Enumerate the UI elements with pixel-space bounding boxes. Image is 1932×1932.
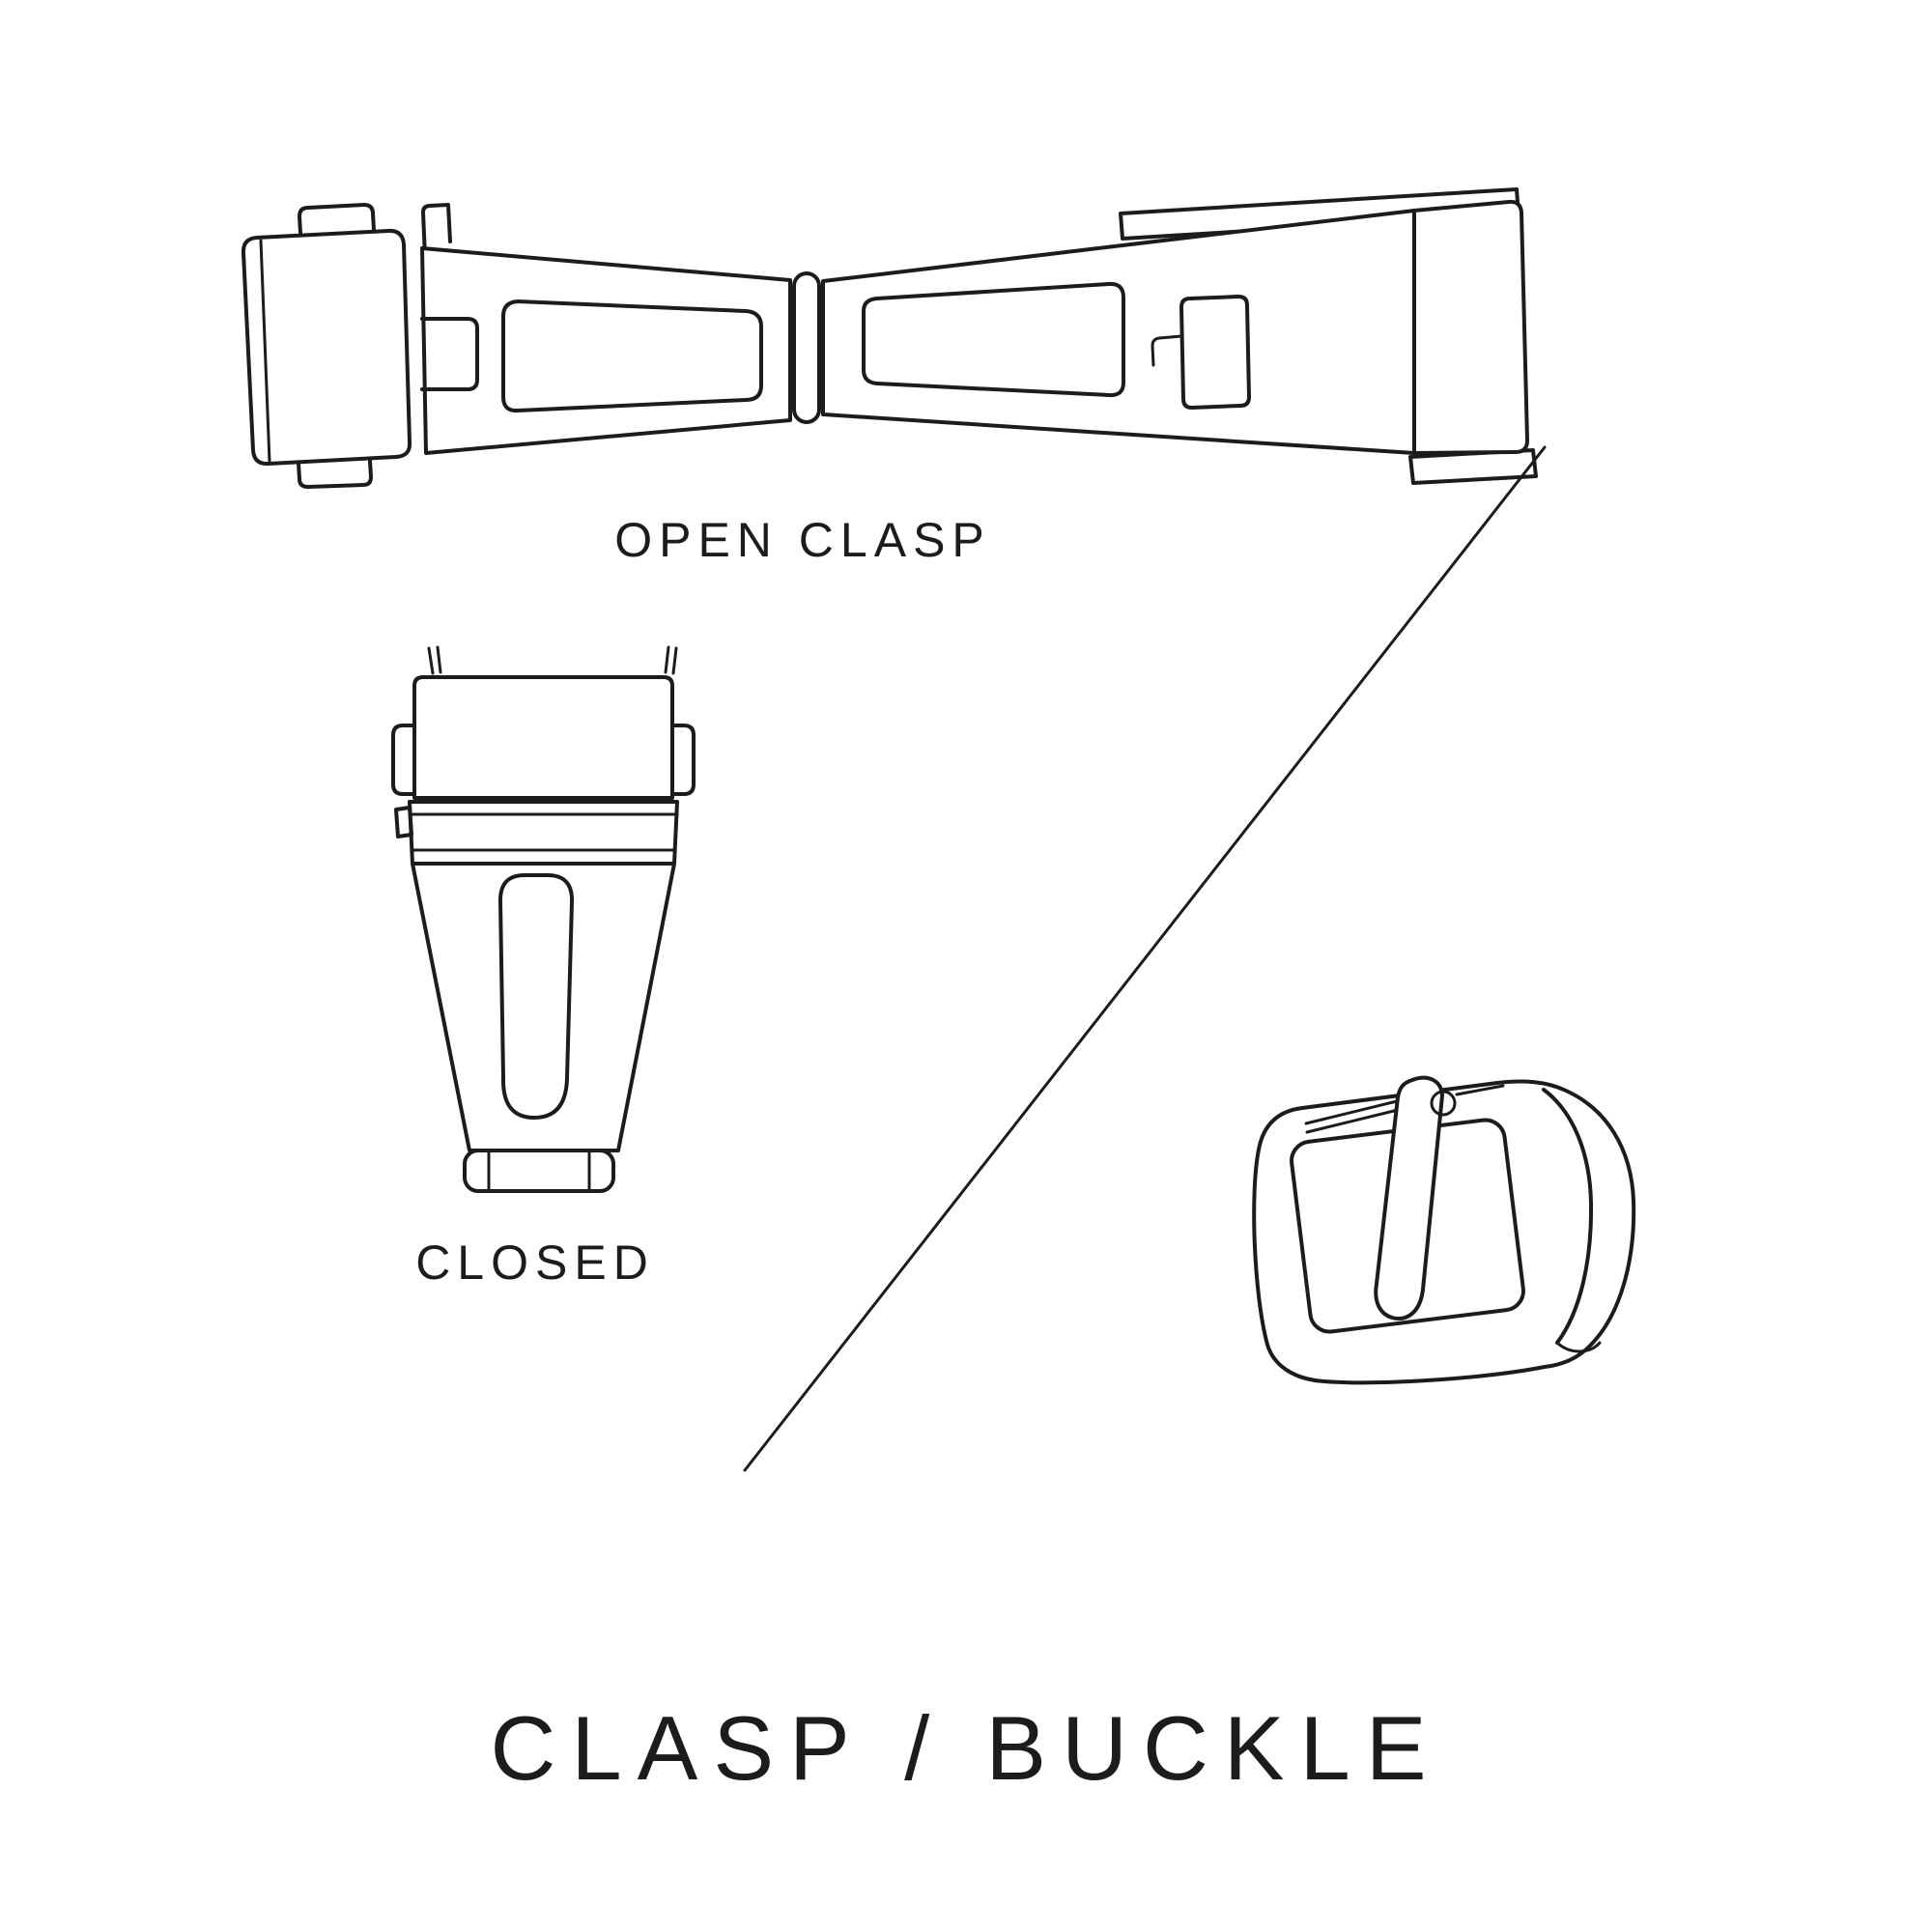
closed-clasp-top-block bbox=[412, 675, 674, 800]
left-arm-inset bbox=[501, 299, 763, 413]
buckle-tang bbox=[1374, 1075, 1444, 1321]
buckle-band-inner-edge bbox=[1542, 1088, 1594, 1345]
right-bottom-bar bbox=[1408, 448, 1538, 485]
closed-clasp-flap bbox=[394, 800, 679, 866]
open-clasp-left-end-link bbox=[241, 203, 412, 489]
end-link-outline bbox=[241, 228, 412, 467]
right-prong-2 bbox=[671, 646, 678, 675]
closed-clasp-left-ear bbox=[391, 724, 416, 796]
right-end-plate bbox=[1412, 199, 1529, 455]
left-arm-tab bbox=[421, 203, 452, 281]
buckle-tang-loop bbox=[1430, 1090, 1457, 1117]
open-clasp-label: OPEN CLASP bbox=[614, 513, 991, 567]
closed-clasp-bottom-bar bbox=[463, 1149, 615, 1193]
buckle-band-end-cap bbox=[1555, 1341, 1602, 1353]
right-prong bbox=[664, 645, 670, 674]
right-arm-outline bbox=[821, 209, 1416, 455]
left-prong bbox=[427, 646, 435, 675]
tang-buckle-drawing bbox=[1252, 1075, 1636, 1385]
buckle-pin bbox=[1304, 1084, 1505, 1134]
closed-clasp-slot bbox=[497, 873, 575, 1120]
closed-label: CLOSED bbox=[415, 1236, 655, 1290]
clasp-hinge bbox=[792, 271, 821, 424]
end-link-top-tab bbox=[298, 203, 376, 235]
buckle-frame-outline bbox=[1252, 1079, 1636, 1385]
end-link-edge-line bbox=[259, 239, 271, 464]
right-arm-hook bbox=[1151, 334, 1183, 367]
flap-left-notch bbox=[394, 806, 413, 838]
open-clasp-left-arm bbox=[420, 203, 792, 455]
left-prong-2 bbox=[436, 645, 442, 674]
closed-clasp-body bbox=[411, 862, 676, 1152]
page-title: CLASP / BUCKLE bbox=[490, 1697, 1441, 1799]
closed-clasp-prongs bbox=[427, 645, 678, 675]
right-arm-inset bbox=[862, 281, 1125, 398]
open-clasp-drawing bbox=[241, 187, 1538, 489]
left-arm-notch bbox=[420, 317, 479, 391]
open-clasp-right-arm bbox=[821, 187, 1538, 485]
closed-clasp-right-ear bbox=[670, 724, 696, 796]
divider-line bbox=[743, 445, 1547, 1472]
closed-clasp-drawing bbox=[391, 645, 696, 1193]
right-arm-cutout bbox=[1179, 295, 1251, 410]
flap-outline bbox=[408, 800, 679, 866]
end-link-bottom-tab bbox=[297, 459, 373, 489]
